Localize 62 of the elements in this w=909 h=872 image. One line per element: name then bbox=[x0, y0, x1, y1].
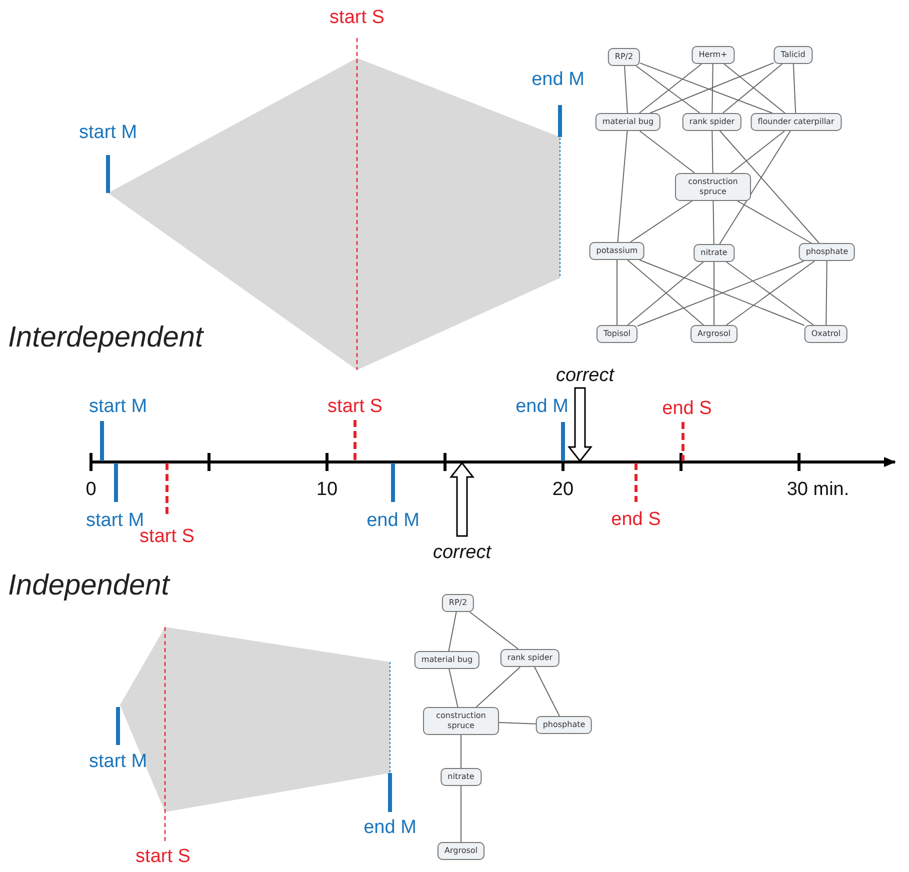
connector-line bbox=[460, 786, 462, 842]
marker-label: start M bbox=[88, 396, 148, 418]
marker-label: end M bbox=[516, 396, 568, 418]
marker-label: start S bbox=[328, 396, 382, 418]
connector-line bbox=[476, 666, 521, 708]
connector-line bbox=[730, 130, 785, 174]
concept-box: Argrosol bbox=[690, 325, 738, 343]
connector-line bbox=[617, 130, 628, 242]
concept-box: potassium bbox=[589, 242, 645, 260]
connector-line bbox=[719, 130, 820, 244]
concept-box: phosphate bbox=[536, 716, 592, 734]
marker-label: end S bbox=[611, 509, 661, 531]
concept-box: nitrate bbox=[694, 244, 734, 262]
concept-box: material bug bbox=[595, 113, 661, 131]
connector-line bbox=[630, 200, 692, 242]
tick-label: 20 bbox=[552, 479, 574, 501]
section-heading: Independent bbox=[8, 570, 170, 602]
connector-line bbox=[826, 260, 828, 326]
connector-line bbox=[448, 612, 457, 652]
concept-box: rank spider bbox=[682, 113, 742, 131]
marker-label: end M bbox=[364, 817, 416, 839]
concept-box: Talicid bbox=[774, 46, 812, 64]
concept-box: nitrate bbox=[440, 768, 482, 786]
connector-line bbox=[534, 666, 560, 716]
marker-label: start M bbox=[78, 122, 138, 144]
section-heading: Interdependent bbox=[8, 322, 204, 354]
concept-box: phosphate bbox=[798, 243, 856, 261]
concept-box: RP/2 bbox=[608, 48, 640, 66]
connector-line bbox=[719, 130, 791, 244]
connector-line bbox=[460, 734, 462, 768]
note: correct bbox=[556, 365, 614, 387]
tick-label: 10 bbox=[316, 479, 338, 501]
tick-label: 30 min. bbox=[786, 479, 850, 501]
connector-line bbox=[712, 200, 714, 244]
marker-label: end S bbox=[662, 398, 712, 420]
marker-label: end M bbox=[366, 510, 420, 532]
connector-line bbox=[624, 66, 628, 114]
concept-box: Oxatrol bbox=[804, 325, 848, 343]
connector-line bbox=[737, 200, 812, 244]
connector-line bbox=[616, 260, 618, 326]
connector-line bbox=[712, 64, 714, 114]
connector-line bbox=[639, 130, 696, 174]
connector-line bbox=[469, 612, 519, 650]
marker-label: start M bbox=[88, 751, 148, 773]
concept-box: Herm+ bbox=[692, 46, 734, 64]
concept-box: construction spruce bbox=[675, 173, 751, 201]
concept-box: Topisol bbox=[596, 325, 638, 343]
concept-box: rank spider bbox=[500, 649, 560, 667]
marker-label: end M bbox=[532, 69, 584, 91]
concept-box: construction spruce bbox=[423, 707, 499, 735]
marker-label: start S bbox=[330, 7, 384, 29]
tick-label: 0 bbox=[86, 479, 96, 501]
concept-box: flounder caterpillar bbox=[750, 113, 842, 131]
connector-line bbox=[448, 668, 458, 708]
concept-box: Argrosol bbox=[438, 842, 484, 860]
marker-label: start S bbox=[136, 846, 190, 868]
concept-box: RP/2 bbox=[442, 594, 474, 612]
note: correct bbox=[432, 542, 492, 564]
connector-line bbox=[792, 64, 796, 114]
connector-line bbox=[712, 130, 714, 174]
connector-line bbox=[498, 722, 536, 724]
concept-box: material bug bbox=[414, 651, 480, 669]
